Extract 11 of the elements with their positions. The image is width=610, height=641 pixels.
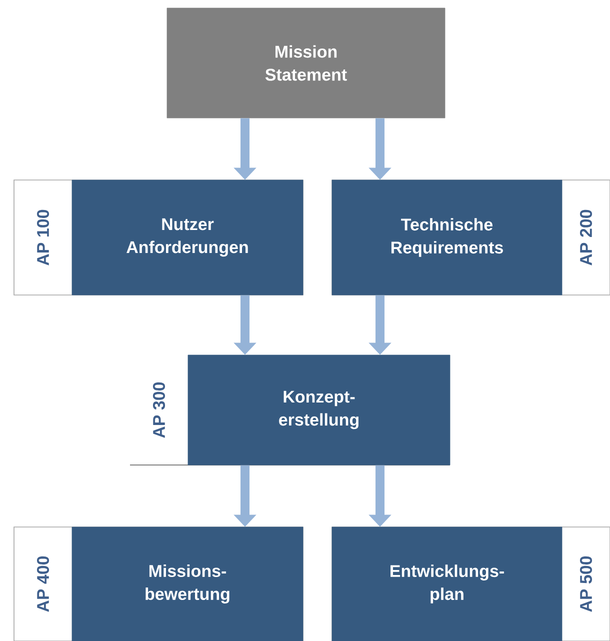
- process-box: Konzept- erstellung: [188, 354, 450, 466]
- process-box: Missions- bewertung: [72, 526, 304, 641]
- process-box: Entwicklungs- plan: [332, 526, 562, 641]
- ap-label: AP 500: [580, 556, 592, 612]
- process-box: Technische Requirements: [332, 180, 562, 296]
- ap-label: AP 200: [580, 210, 592, 266]
- ap-label: AP 300: [152, 382, 166, 438]
- ap-label: AP 100: [36, 210, 50, 266]
- ap-label: AP 400: [36, 556, 50, 612]
- process-box: Mission Statement: [166, 8, 446, 118]
- process-box: Nutzer Anforderungen: [72, 180, 304, 296]
